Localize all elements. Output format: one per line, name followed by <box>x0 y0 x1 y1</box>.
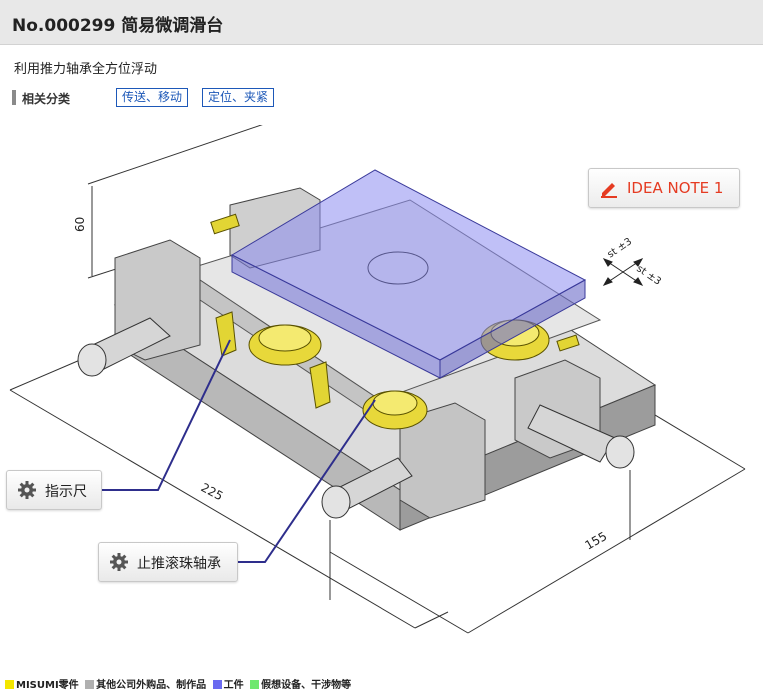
gear-icon <box>110 553 128 571</box>
gear-icon <box>18 481 36 499</box>
legend-item-workpiece: 工件 <box>223 680 244 691</box>
color-legend: MISUMI零件 其他公司外购品、制作品 工件 假想设备、干涉物等 <box>4 676 353 691</box>
callout-indicator-scale[interactable]: 指示尺 <box>6 470 102 510</box>
dim-height: 60 <box>73 217 87 232</box>
indicator-scale-left <box>215 311 237 357</box>
page-title: No.000299 简易微调滑台 <box>12 16 224 36</box>
page-header: No.000299 简易微调滑台 <box>0 0 763 45</box>
callout-leaders <box>100 339 376 563</box>
indicator-scale-front <box>309 361 331 409</box>
callout-thrust-bearing[interactable]: 止推滚珠轴承 <box>98 542 238 582</box>
legend-swatch-misumi <box>5 680 14 689</box>
legend-swatch-workpiece <box>212 680 222 689</box>
legend-item-purchased: 其他公司外购品、制作品 <box>96 680 207 691</box>
legend-item-virtual: 假想设备、干涉物等 <box>261 680 352 691</box>
legend-item-misumi: MISUMI零件 <box>16 680 79 691</box>
micrometer-heads <box>77 317 635 519</box>
workpiece-bearing-ghost <box>367 251 429 285</box>
idea-note-button[interactable]: IDEA NOTE 1 <box>588 168 740 208</box>
dim-width: 155 <box>583 529 610 553</box>
legend-swatch-purchased <box>85 680 95 689</box>
dim-stroke-a: st ±3 <box>606 236 635 260</box>
page-subtitle: 利用推力轴承全方位浮动 <box>14 62 158 77</box>
callout-thrust-bearing-label: 止推滚珠轴承 <box>137 556 221 572</box>
category-label: 相关分类 <box>22 92 71 106</box>
idea-note-label: IDEA NOTE 1 <box>627 179 724 197</box>
callout-indicator-scale-label: 指示尺 <box>45 484 87 500</box>
stroke-arrows <box>602 258 644 286</box>
front-end-block <box>399 402 486 519</box>
category-tag-positioning[interactable]: 定位、夹紧 <box>202 88 275 107</box>
category-tag-conveying[interactable]: 传送、移动 <box>116 88 189 107</box>
category-marker <box>12 90 16 105</box>
workpiece-side <box>439 279 586 379</box>
mechanism-drawing: 60 225 155 st ±3 st ±3 <box>9 125 746 634</box>
thrust-bearings <box>210 213 580 430</box>
dim-length: 225 <box>199 480 226 503</box>
legend-swatch-virtual <box>250 680 260 689</box>
pencil-icon <box>601 183 617 198</box>
